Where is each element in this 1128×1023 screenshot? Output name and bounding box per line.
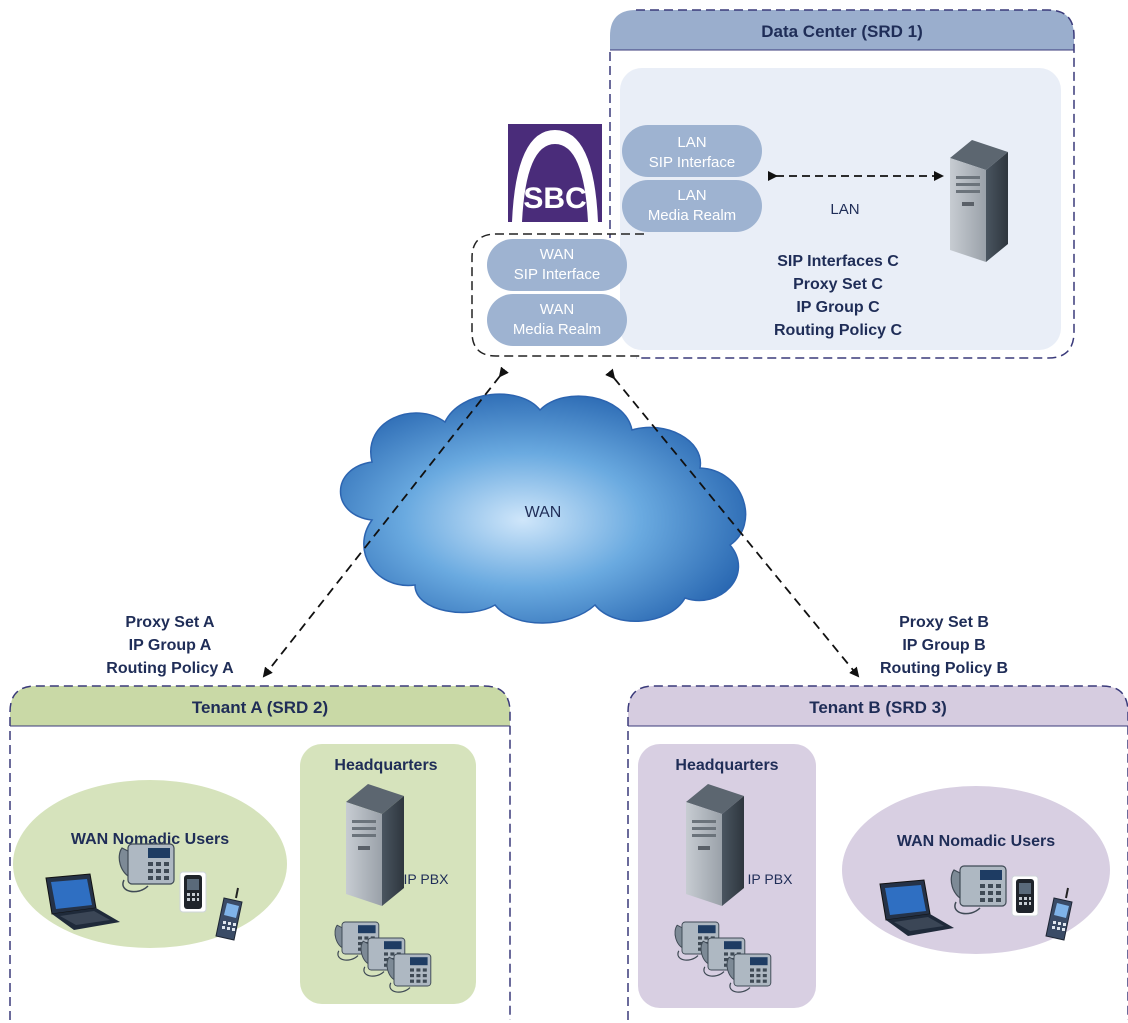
tenant-a-pbx-label: IP PBX: [404, 871, 450, 887]
tenant-b-srd: Tenant B (SRD 3) Headquarters IP PBX WAN…: [627, 685, 1128, 1020]
ip-pbx-server-icon: [686, 784, 744, 906]
data-center-config: SIP Interfaces C Proxy Set C IP Group C …: [774, 253, 902, 339]
tenant-b-pbx-label: IP PBX: [748, 871, 794, 887]
tenant-b-nomadic-title: WAN Nomadic Users: [897, 833, 1055, 850]
tenant-b-wan-arrow: [605, 368, 860, 678]
lan-link-label: LAN: [830, 201, 859, 218]
wan-sip-interface-line2: SIP Interface: [514, 266, 600, 283]
lan-media-realm: LAN Media Realm: [622, 180, 762, 232]
tenant-b-config: Proxy Set B IP Group B Routing Policy B: [880, 614, 1008, 677]
config-c-line4: Routing Policy C: [774, 322, 902, 339]
tenant-a-hq-title: Headquarters: [334, 757, 437, 774]
tenant-a-nomadic-title: WAN Nomadic Users: [71, 831, 229, 848]
config-c-line2: Proxy Set C: [793, 276, 883, 293]
lan-media-realm-line1: LAN: [677, 187, 706, 204]
lan-media-realm-line2: Media Realm: [648, 207, 736, 224]
lan-sip-interface-line1: LAN: [677, 134, 706, 151]
wan-media-realm-line1: WAN: [540, 301, 574, 318]
config-a-line3: Routing Policy A: [106, 660, 234, 677]
lan-sip-interface-line2: SIP Interface: [649, 154, 735, 171]
tenant-b-hq-title: Headquarters: [675, 757, 778, 774]
sbc-logo-text: SBC: [523, 182, 586, 215]
wan-media-realm: WAN Media Realm: [487, 294, 627, 346]
tenant-a-title: Tenant A (SRD 2): [192, 698, 328, 717]
config-a-line1: Proxy Set A: [125, 614, 215, 631]
config-b-line3: Routing Policy B: [880, 660, 1008, 677]
lan-sip-interface: LAN SIP Interface: [622, 125, 762, 177]
wan-sip-interface: WAN SIP Interface: [487, 239, 627, 291]
tenant-a-wan-arrow: [262, 366, 509, 678]
config-c-line3: IP Group C: [796, 299, 880, 316]
wan-sip-interface-line1: WAN: [540, 246, 574, 263]
tenant-a-srd: Tenant A (SRD 2) WAN Nomadic Users Headq…: [9, 685, 511, 1020]
sbc-logo: SBC: [508, 124, 602, 222]
config-a-line2: IP Group A: [129, 637, 212, 654]
wan-cloud: WAN: [339, 393, 747, 624]
pda-icon: [1011, 875, 1039, 917]
data-center-server-icon: [950, 140, 1008, 262]
config-b-line1: Proxy Set B: [899, 614, 989, 631]
pda-icon: [179, 871, 207, 913]
ip-pbx-server-icon: [346, 784, 404, 906]
wan-cloud-label: WAN: [525, 504, 562, 521]
data-center-title: Data Center (SRD 1): [761, 22, 923, 41]
config-b-line2: IP Group B: [902, 637, 985, 654]
tenant-b-title: Tenant B (SRD 3): [809, 698, 947, 717]
tenant-a-config: Proxy Set A IP Group A Routing Policy A: [106, 614, 234, 677]
wan-media-realm-line2: Media Realm: [513, 321, 601, 338]
config-c-line1: SIP Interfaces C: [777, 253, 899, 270]
sbc-wan-boundary: [471, 233, 644, 357]
